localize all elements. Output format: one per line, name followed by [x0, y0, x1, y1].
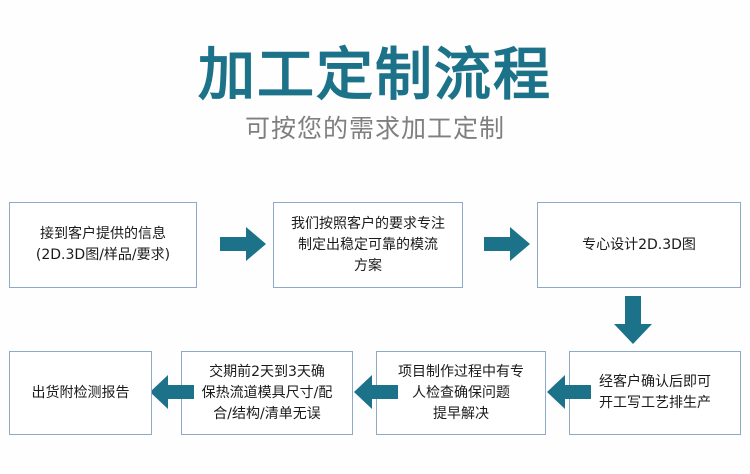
arrow-step5-to-step6-icon	[354, 374, 398, 410]
flow-node-step-4: 经客户确认后即可 开工写工艺排生产	[569, 351, 741, 435]
flow-node-step-5: 项目制作过程中有专 人检查确保问题 提早解决	[376, 351, 546, 435]
header: 加工定制流程 可按您的需求加工定制	[0, 0, 750, 144]
flow-node-step-2: 我们按照客户的要求专注 制定出稳定可靠的模流 方案	[273, 202, 463, 288]
arrow-step6-to-step7-icon	[150, 374, 194, 410]
flow-node-step-6: 交期前2天到3天确 保热流道模具尺寸/配 合/结构/清单无误	[181, 351, 353, 435]
flow-node-step-1: 接到客户提供的信息 (2D.3D图/样品/要求)	[9, 202, 197, 288]
arrow-step3-to-step4-icon	[612, 296, 654, 344]
arrow-step2-to-step3-icon	[484, 225, 530, 263]
arrow-step1-to-step2-icon	[220, 225, 266, 263]
page-subtitle: 可按您的需求加工定制	[244, 114, 505, 143]
page-title: 加工定制流程	[198, 42, 552, 108]
flow-node-step-3: 专心设计2D.3D图	[537, 202, 741, 288]
arrow-step4-to-step5-icon	[547, 374, 591, 410]
flow-node-step-7: 出货附检测报告	[9, 351, 152, 435]
